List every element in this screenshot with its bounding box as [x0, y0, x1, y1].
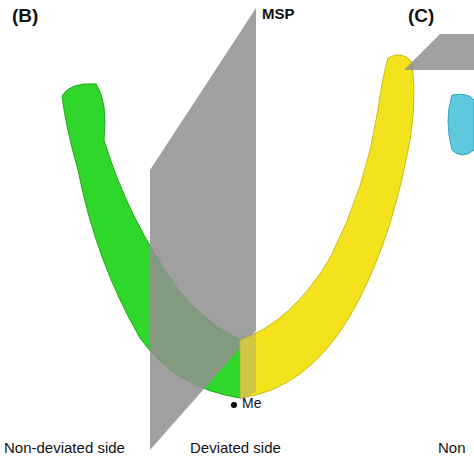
mandible-half-yellow [240, 55, 414, 398]
plane-c [404, 34, 474, 70]
median-plane-overlay [240, 330, 256, 400]
side-label: Deviated side [190, 440, 281, 457]
point-label: Me [242, 396, 261, 411]
structure-c [448, 94, 474, 155]
panel-letter: (C) [408, 6, 434, 27]
menton-point [231, 402, 237, 408]
plane-label: MSP [262, 6, 295, 23]
side-label: Non [438, 440, 466, 457]
side-label: Non-deviated side [4, 440, 125, 457]
panel-letter: (B) [12, 6, 38, 27]
median-plane [150, 8, 256, 450]
